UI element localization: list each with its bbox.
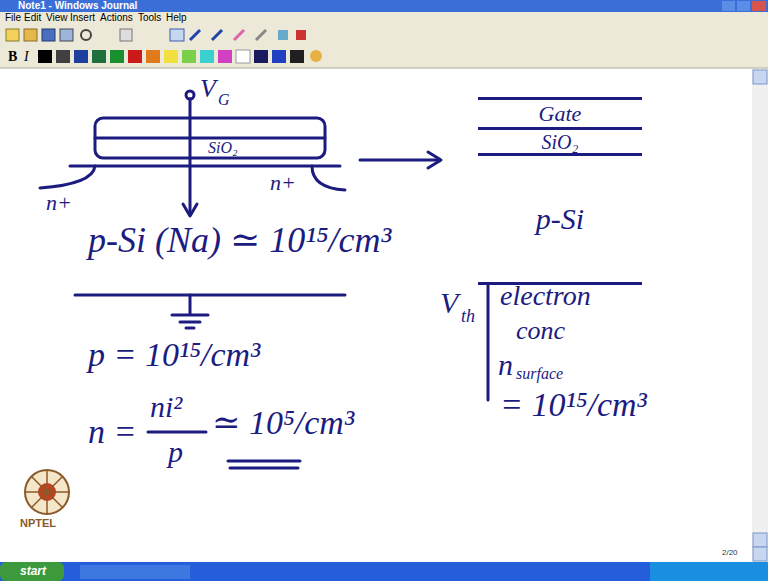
window-title: Note1 - Windows Journal bbox=[18, 1, 137, 11]
subscript: G bbox=[218, 92, 230, 108]
gate-layer: Gate bbox=[478, 97, 642, 130]
logo-text: NPTEL bbox=[20, 518, 56, 529]
layer-label: SiO₂ bbox=[542, 132, 579, 152]
equation-text: = 10¹⁵/cm³ bbox=[500, 388, 647, 422]
hole-concentration: p = 10¹⁵/cm³ bbox=[88, 338, 260, 372]
oxide-layer: SiO₂ bbox=[478, 130, 642, 156]
region-label: n+ bbox=[46, 192, 72, 214]
equation-text: ≃ 10⁵/cm³ bbox=[212, 406, 354, 440]
subscript: surface bbox=[516, 366, 563, 382]
menu-item: Tools bbox=[138, 13, 161, 23]
doping-note: p-Si (Na) ≃ 10¹⁵/cm³ bbox=[88, 222, 391, 258]
equation-text: n = bbox=[88, 415, 136, 449]
italic-button: I bbox=[24, 50, 29, 64]
threshold-voltage: V bbox=[440, 288, 458, 318]
page-number: 2/20 bbox=[722, 549, 738, 557]
menu-item: Help bbox=[166, 13, 187, 23]
region-label: n+ bbox=[270, 172, 296, 194]
note-text: electron bbox=[500, 282, 591, 310]
start-button: start bbox=[20, 565, 46, 577]
equation-text: n bbox=[498, 350, 513, 380]
bold-button: B bbox=[8, 50, 17, 64]
menu-item: Actions bbox=[100, 13, 133, 23]
oxide-label: SiO₂ bbox=[208, 140, 238, 156]
menu-item: Edit bbox=[24, 13, 41, 23]
denominator: p bbox=[168, 437, 183, 467]
layer-label: Gate bbox=[539, 103, 582, 125]
menu-item: Insert bbox=[70, 13, 95, 23]
menu-item: View bbox=[46, 13, 68, 23]
substrate-layer: p-Si bbox=[478, 155, 642, 285]
note-text: conc bbox=[516, 318, 565, 344]
menu-item: File bbox=[5, 13, 21, 23]
layer-label: p-Si bbox=[536, 204, 584, 234]
subscript: th bbox=[461, 307, 475, 325]
numerator: ni² bbox=[150, 392, 182, 422]
gate-voltage: V bbox=[200, 76, 216, 102]
